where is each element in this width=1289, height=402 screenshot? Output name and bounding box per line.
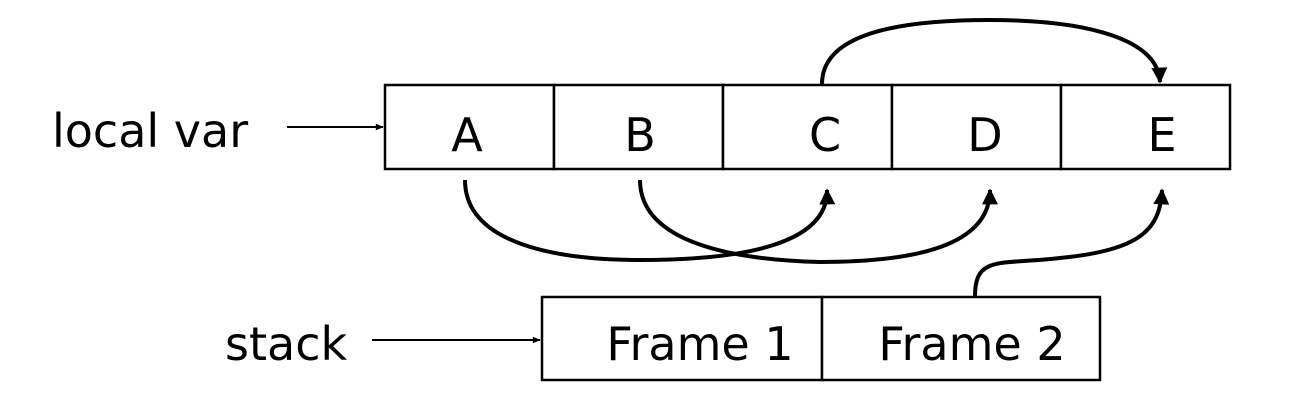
cell-c-label: C [809, 108, 841, 162]
cell-b-label: B [624, 108, 656, 162]
frame-1-box [540, 295, 824, 382]
cell-e-label: E [1147, 108, 1176, 162]
cell-e [1059, 83, 1232, 171]
cell-b [552, 83, 725, 171]
ref-arrow-c-to-e [820, 17, 1168, 85]
local-var-array: A B C D E [383, 83, 1232, 171]
frame-2-box [820, 295, 1102, 382]
cell-d [890, 83, 1063, 171]
cell-a-label: A [451, 108, 483, 162]
stack-label: stack [225, 317, 347, 371]
stack-frames: Frame 1 Frame 2 [540, 295, 1102, 382]
frame-1-label: Frame 1 [606, 317, 793, 371]
cell-c [721, 83, 894, 171]
cell-d-label: D [967, 108, 1002, 162]
frame-2-label: Frame 2 [878, 317, 1065, 371]
ref-arrow-a-to-c [463, 179, 836, 263]
ref-arrow-frame2-to-e [973, 188, 1170, 297]
local-var-label: local var [52, 104, 248, 158]
ref-arrow-b-to-d [638, 179, 998, 265]
